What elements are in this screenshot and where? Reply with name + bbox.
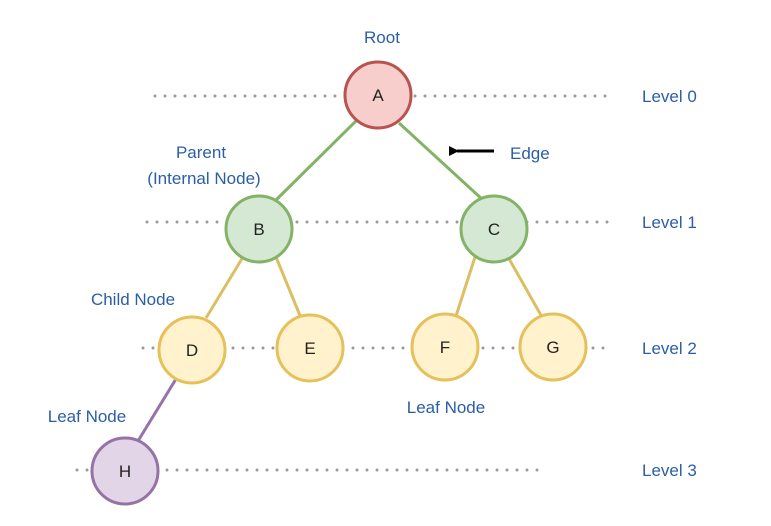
level-3-label: Level 3 <box>642 461 697 480</box>
node-h: H <box>90 436 160 506</box>
edge-d-h <box>136 378 178 442</box>
edge-c-g <box>506 256 544 318</box>
level-0-label: Level 0 <box>642 87 697 106</box>
node-g-label: G <box>546 338 559 357</box>
edge-c-f <box>454 256 477 317</box>
node-b: B <box>224 194 294 264</box>
node-a-label: A <box>372 86 384 105</box>
node-b-label: B <box>253 220 264 239</box>
parent-annotation-line1: Parent <box>176 143 226 162</box>
node-d: D <box>157 315 227 385</box>
node-f: F <box>410 312 480 382</box>
child-node-annotation: Child Node <box>91 290 175 309</box>
level-1-label: Level 1 <box>642 213 697 232</box>
leaf-node-annotation-center: Leaf Node <box>407 398 485 417</box>
node-e: E <box>275 313 345 383</box>
parent-annotation-line2: (Internal Node) <box>147 169 260 188</box>
node-c: C <box>459 194 529 264</box>
node-h-label: H <box>119 462 131 481</box>
root-annotation: Root <box>364 28 400 47</box>
edge-b-e <box>274 256 303 319</box>
node-f-label: F <box>440 338 450 357</box>
edge-a-b <box>274 117 360 202</box>
leaf-node-annotation-left: Leaf Node <box>48 407 126 426</box>
node-g: G <box>518 312 588 382</box>
node-d-label: D <box>186 341 198 360</box>
node-c-label: C <box>488 220 500 239</box>
edge-annotation: Edge <box>510 144 550 163</box>
level-2-label: Level 2 <box>642 339 697 358</box>
edge-b-d <box>204 256 245 319</box>
node-e-label: E <box>304 339 315 358</box>
edge-a-c <box>397 121 485 202</box>
node-a: A <box>343 60 413 130</box>
